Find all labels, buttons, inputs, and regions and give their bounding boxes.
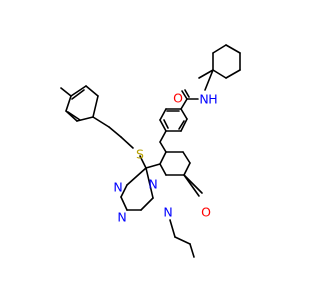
bond-line <box>120 196 128 211</box>
bond-line <box>180 108 188 120</box>
bond-line <box>60 87 72 97</box>
bond-line <box>212 69 227 79</box>
bond-line <box>145 163 161 169</box>
bond-line <box>180 118 188 132</box>
bond-line <box>139 155 147 169</box>
bond-line <box>212 44 227 54</box>
bond-line <box>67 111 81 121</box>
bond-line <box>159 130 167 143</box>
bond-line <box>184 89 190 98</box>
bond-line <box>92 95 99 118</box>
ring-oxygen-label: O <box>201 205 211 220</box>
bond-line <box>180 98 188 110</box>
bond-line <box>145 167 154 199</box>
bond-line <box>126 167 147 186</box>
bond-line <box>159 141 167 153</box>
bond-line <box>163 119 169 129</box>
bond-line <box>159 151 167 165</box>
triazole-nitrogen-2-label: N <box>117 210 126 225</box>
bond-line <box>159 163 167 176</box>
bond-line <box>204 69 214 91</box>
atom-labels: N H O S N N N O N <box>113 91 217 225</box>
amide-nitrogen-label: N <box>199 92 208 107</box>
bond-line <box>70 85 87 97</box>
bond-line <box>120 184 128 198</box>
bond-lines <box>60 44 241 258</box>
bond-line <box>85 85 99 97</box>
ring-nitrogen-label: N <box>163 205 172 220</box>
bond-line <box>71 89 85 100</box>
bond-line <box>159 108 167 121</box>
bond-line <box>120 136 134 149</box>
bond-line <box>65 95 72 112</box>
bond-line <box>174 236 191 245</box>
bond-line <box>181 90 188 100</box>
thioether-sulfur-label: S <box>136 147 144 162</box>
bond-line <box>183 174 200 197</box>
bond-line <box>182 151 191 164</box>
triazole-nitrogen-3-label: N <box>148 177 157 192</box>
bond-line <box>183 162 191 176</box>
bond-line <box>159 119 167 132</box>
molecule-structure: N H O S N N N O N <box>60 44 241 258</box>
amide-oxygen-label: O <box>173 91 183 106</box>
bond-line <box>225 44 241 54</box>
bond-line <box>108 126 122 138</box>
bond-line <box>198 69 214 79</box>
bond-line <box>140 197 154 211</box>
bond-line <box>92 116 110 128</box>
amide-hydrogen-label: H <box>208 92 217 107</box>
bond-line <box>178 120 185 130</box>
triazole-nitrogen-1-label: N <box>113 180 122 195</box>
bond-line <box>189 243 195 258</box>
bond-line <box>225 69 241 79</box>
bond-line <box>169 219 176 238</box>
